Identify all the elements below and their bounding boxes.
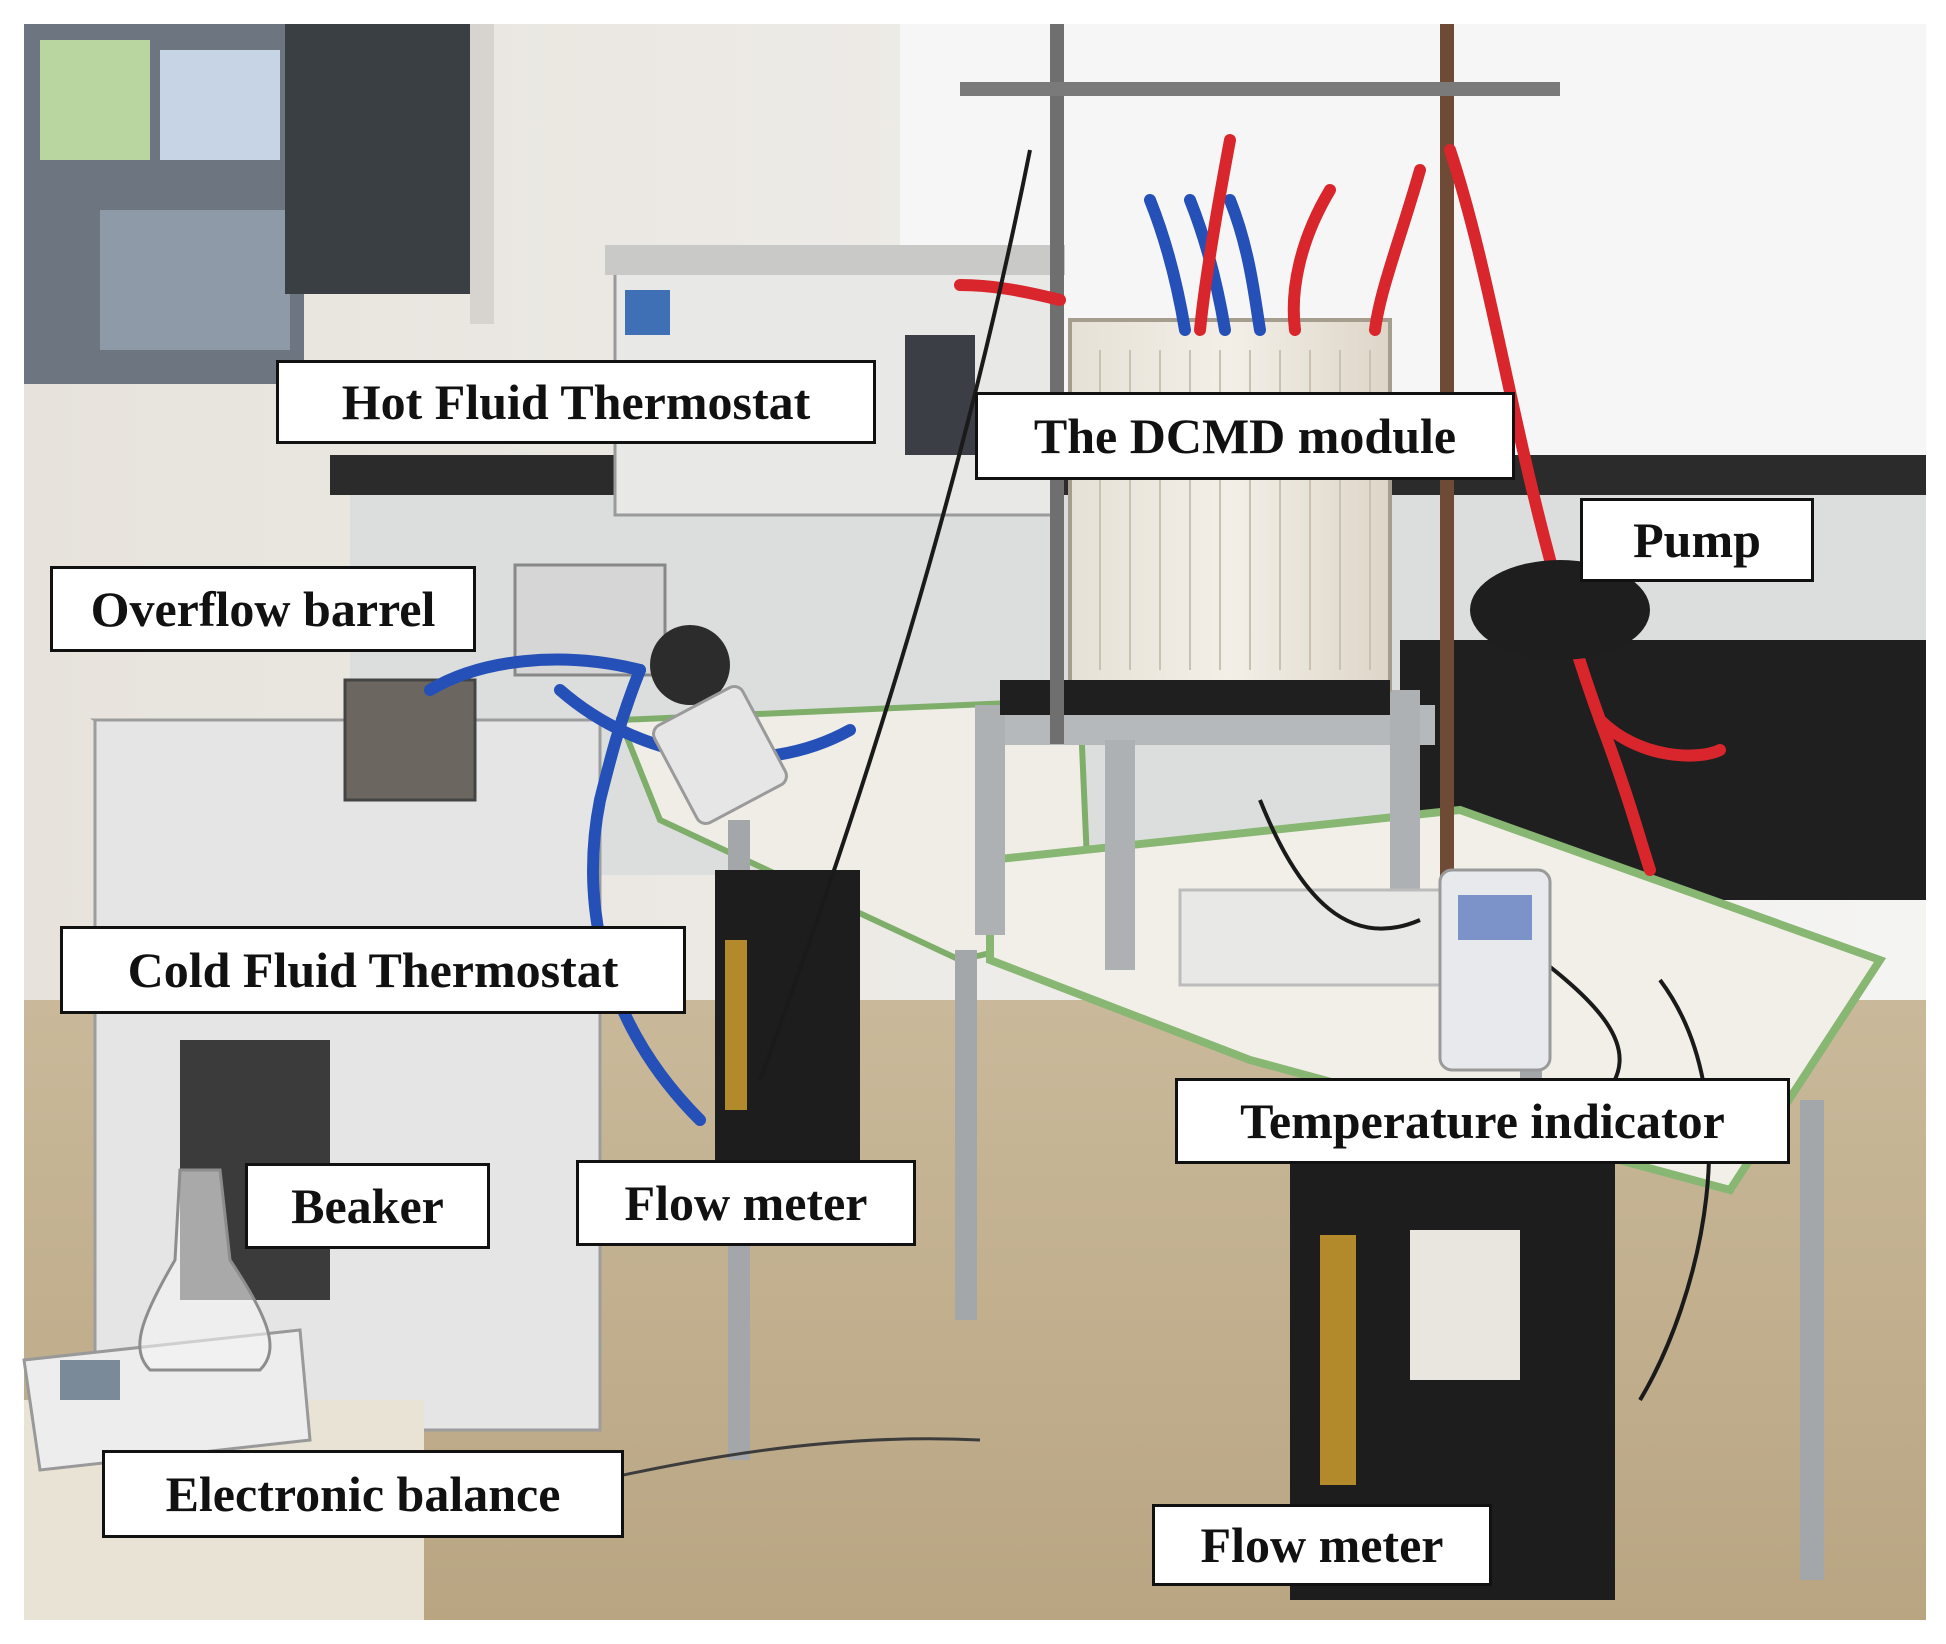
- window-frame: [470, 24, 494, 324]
- dcmd-module-base: [1000, 680, 1390, 715]
- hot-thermostat-lid: [605, 245, 1065, 275]
- poster-panel: [160, 50, 280, 160]
- label-dcmd-module: The DCMD module: [975, 392, 1515, 480]
- temperature-indicator-screen: [1458, 895, 1532, 940]
- right-flow-meter-tube: [1320, 1235, 1356, 1485]
- label-overflow-barrel: Overflow barrel: [50, 566, 476, 652]
- label-electronic-balance: Electronic balance: [102, 1450, 624, 1538]
- dcmd-module-body: [1068, 318, 1392, 692]
- beaker: [138, 1168, 272, 1372]
- label-flow-meter-right: Flow meter: [1152, 1504, 1492, 1586]
- label-flow-meter-left: Flow meter: [576, 1160, 916, 1246]
- left-temperature-meter: [652, 684, 788, 826]
- retort-crossbar: [960, 82, 1560, 96]
- stand-leg: [975, 705, 1005, 935]
- stand-leg: [1105, 740, 1135, 970]
- table-leg: [1800, 1100, 1824, 1580]
- table-leg: [955, 950, 977, 1320]
- label-beaker: Beaker: [245, 1163, 490, 1249]
- label-hot-fluid-thermostat: Hot Fluid Thermostat: [276, 360, 876, 444]
- stand-leg: [1390, 690, 1420, 890]
- label-pump: Pump: [1580, 498, 1814, 582]
- cold-tubes: [424, 194, 1266, 1126]
- right-pump: [1470, 560, 1650, 660]
- overflow-barrel: [343, 678, 477, 802]
- retort-rod: [1050, 24, 1064, 744]
- left-flow-meter-tube: [725, 940, 747, 1110]
- left-pump-motor: [650, 625, 730, 705]
- poster-panel: [40, 40, 150, 160]
- hot-thermostat-logo: [625, 290, 670, 335]
- poster-panel: [100, 210, 290, 350]
- label-temperature-indicator: Temperature indicator: [1175, 1078, 1790, 1164]
- right-flow-meter-knob-plate: [1410, 1230, 1520, 1380]
- window: [285, 24, 475, 294]
- label-cold-fluid-thermostat: Cold Fluid Thermostat: [60, 926, 686, 1014]
- balance-display: [60, 1360, 120, 1400]
